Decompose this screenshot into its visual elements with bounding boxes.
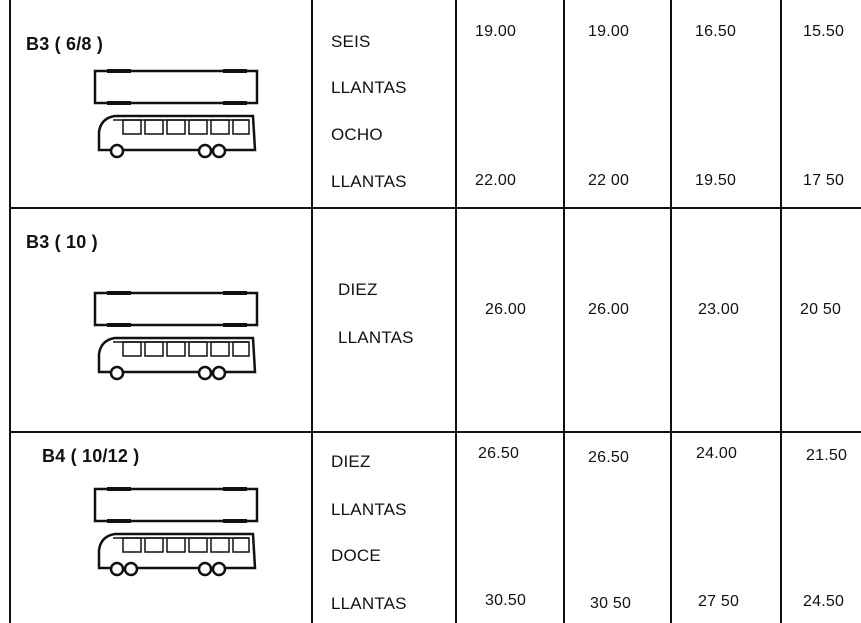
axle-label: DOCE <box>331 546 381 565</box>
fare-value: 15.50 <box>803 23 845 40</box>
vehicle-code: B4 ( 10/12 ) <box>42 446 140 466</box>
fare-value: 16.50 <box>695 23 737 40</box>
axle-label: SEIS <box>331 32 371 51</box>
row-divider-1 <box>9 207 861 209</box>
axle-label: DIEZ <box>331 452 371 471</box>
bus-icon <box>93 291 259 381</box>
fare-value: 26.00 <box>588 301 630 318</box>
axle-label: LLANTAS <box>331 78 407 97</box>
fare-value: 24.00 <box>696 445 738 462</box>
column-divider-2 <box>455 0 457 623</box>
fare-value: 22.00 <box>475 172 517 189</box>
bus-icon <box>93 69 259 159</box>
fare-value: 21.50 <box>806 447 848 464</box>
fare-value: 30.50 <box>485 592 527 609</box>
table-border-left <box>9 0 11 623</box>
vehicle-code: B3 ( 6/8 ) <box>26 34 104 54</box>
fare-value: 20 50 <box>800 301 842 318</box>
axle-label: LLANTAS <box>331 172 407 191</box>
fare-value: 23.00 <box>698 301 740 318</box>
column-divider-4 <box>670 0 672 623</box>
column-divider-3 <box>563 0 565 623</box>
vehicle-code: B3 ( 10 ) <box>26 232 98 252</box>
fare-value: 30 50 <box>590 595 632 612</box>
axle-label: LLANTAS <box>331 594 407 613</box>
axle-label: DIEZ <box>338 280 378 299</box>
fare-value: 26.50 <box>588 449 630 466</box>
fare-value: 19.50 <box>695 172 737 189</box>
fare-value: 22 00 <box>588 172 630 189</box>
fare-value: 19.00 <box>475 23 517 40</box>
axle-label: LLANTAS <box>338 328 414 347</box>
row-divider-2 <box>9 431 861 433</box>
fare-value: 26.00 <box>485 301 527 318</box>
fare-value: 17 50 <box>803 172 845 189</box>
axle-label: OCHO <box>331 125 383 144</box>
fare-value: 27 50 <box>698 593 740 610</box>
column-divider-1 <box>311 0 313 623</box>
bus-icon <box>93 487 259 577</box>
fare-value: 24.50 <box>803 593 845 610</box>
column-divider-5 <box>780 0 782 623</box>
fare-value: 26.50 <box>478 445 520 462</box>
axle-label: LLANTAS <box>331 500 407 519</box>
fare-value: 19.00 <box>588 23 630 40</box>
